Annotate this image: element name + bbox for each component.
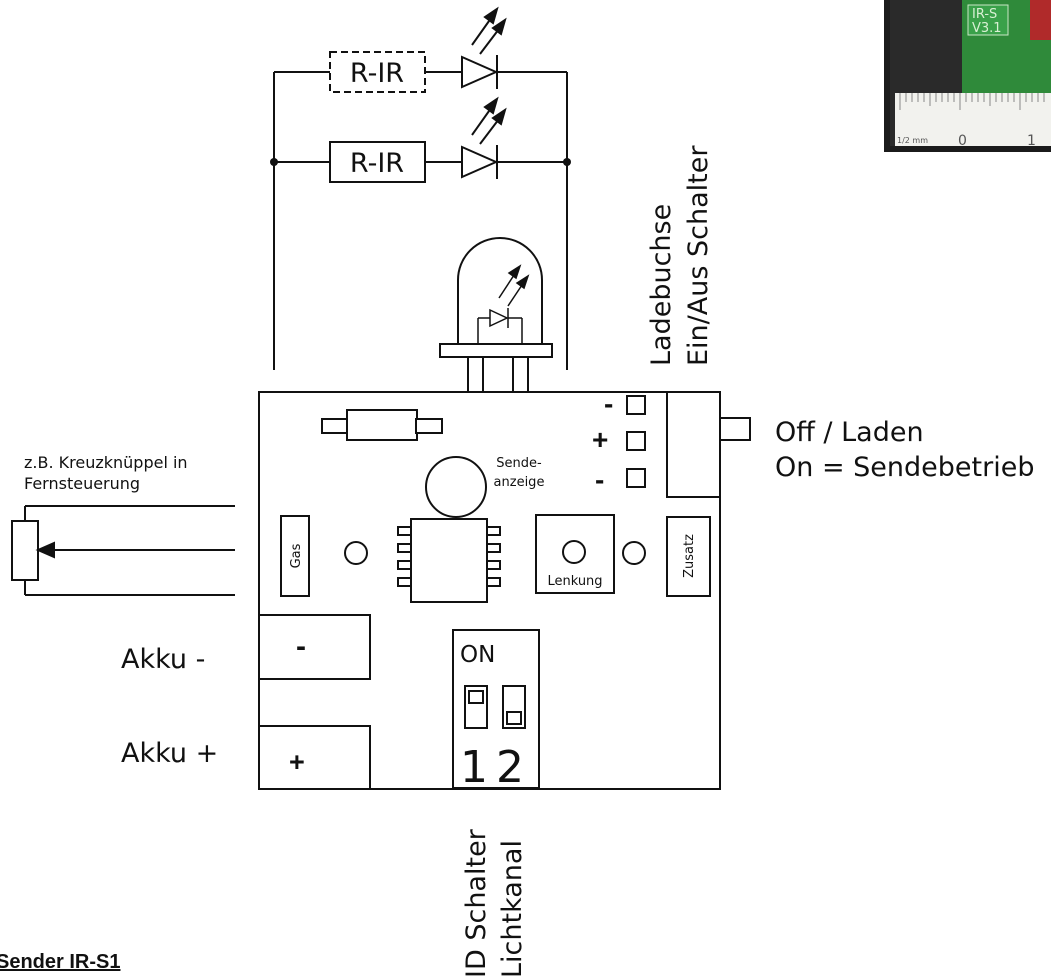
ir-diode-top — [461, 55, 499, 89]
board-photo: IR-S V3.1 1/2 mm 0 1 — [884, 0, 1051, 152]
ruler-1: 1 — [1027, 133, 1036, 149]
ir-led-circuit — [273, 71, 568, 370]
battery-minus-terminal — [258, 614, 371, 680]
gas-label: Gas — [289, 543, 304, 568]
junction-dot-right — [563, 158, 571, 166]
emission-arrows-top — [471, 6, 507, 55]
battery-minus-label: Akku - — [121, 644, 205, 675]
input-label-1: z.B. Kreuzknüppel in — [24, 453, 188, 472]
battery-minus-symbol: - — [296, 630, 306, 663]
input-potentiometer — [11, 505, 235, 596]
power-switch-off-label: Off / Laden — [775, 417, 924, 448]
emission-arrows-bottom — [471, 96, 507, 145]
charge-pin-minus-bottom — [626, 468, 646, 488]
charge-pin-plus — [626, 431, 646, 451]
junction-dot-left — [270, 158, 278, 166]
resistor-top-label: R-IR — [350, 58, 404, 89]
charge-pin-minus-bottom-symbol: - — [595, 464, 604, 495]
send-indicator-led — [425, 456, 487, 518]
ruler-0: 0 — [958, 133, 967, 149]
board-resistor — [321, 409, 443, 441]
power-switch-on-label: On = Sendebetrieb — [775, 452, 1034, 483]
send-indicator-label-2: anzeige — [494, 475, 545, 490]
charge-socket-label: Ladebuchse — [646, 204, 677, 366]
ic-chip — [397, 518, 501, 603]
photo-board-text-2: V3.1 — [972, 21, 1002, 36]
zusatz-label: Zusatz — [682, 534, 697, 578]
battery-plus-terminal — [258, 725, 371, 790]
lenkung-label: Lenkung — [547, 574, 602, 589]
zusatz-connector — [666, 516, 711, 597]
lenkung-trim-pot-inner — [562, 540, 586, 564]
dip-number-2: 2 — [496, 742, 524, 793]
input-label-2: Fernsteuerung — [24, 474, 140, 493]
ruler-ticks — [899, 93, 1045, 110]
gas-connector — [280, 515, 310, 597]
resistor-bottom-label: R-IR — [350, 148, 404, 179]
diagram-title: Sender IR-S1 — [0, 951, 120, 973]
gas-trim-pot — [344, 541, 368, 565]
resistor — [329, 141, 426, 183]
on-off-switch-label: Ein/Aus Schalter — [683, 145, 714, 366]
light-channel-label: Lichtkanal — [497, 840, 528, 978]
send-led-symbol — [477, 264, 530, 344]
power-switch-slider — [719, 417, 751, 441]
resistor-optional — [329, 51, 426, 93]
dip-switch-2 — [502, 685, 526, 729]
charge-pin-minus-top — [626, 395, 646, 415]
zusatz-trim-pot — [622, 541, 646, 565]
dip-on-label: ON — [460, 642, 495, 668]
send-indicator-label-1: Sende- — [496, 456, 542, 471]
dip-number-1: 1 — [460, 742, 488, 793]
dip-switch-1 — [464, 685, 488, 729]
charge-pin-minus-top-symbol: - — [604, 388, 613, 419]
charge-pin-plus-symbol: + — [592, 424, 608, 455]
id-switch-label: ID Schalter — [461, 828, 492, 978]
photo-board-text-1: IR-S — [972, 7, 997, 22]
battery-plus-label: Akku + — [121, 738, 218, 769]
power-switch-body — [666, 391, 721, 498]
ir-diode-bottom — [461, 145, 499, 179]
ruler-unit: 1/2 mm — [897, 136, 928, 145]
battery-plus-symbol: + — [289, 747, 305, 777]
